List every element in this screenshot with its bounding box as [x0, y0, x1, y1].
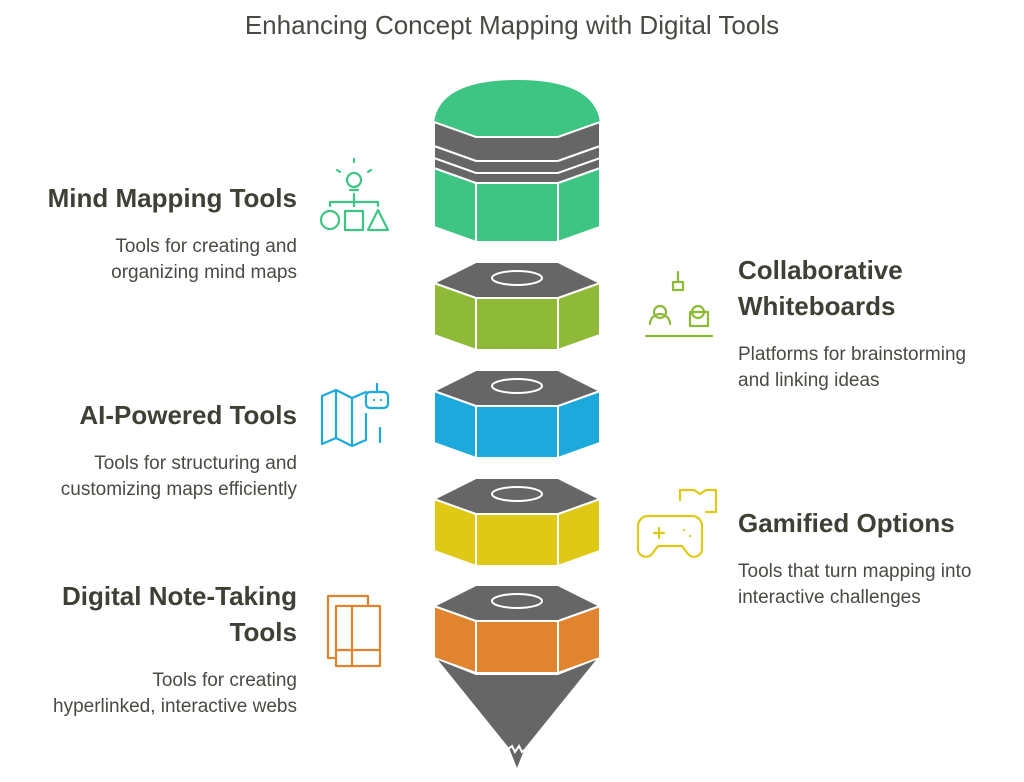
nut-top — [431, 584, 603, 622]
hierarchy-lightbulb-icon — [319, 157, 390, 232]
pencil-tip-break — [506, 744, 528, 754]
book — [678, 488, 718, 514]
triangle-shape — [366, 208, 390, 232]
segment-ai-powered — [431, 369, 603, 460]
notebook-front — [334, 604, 382, 668]
nut-top — [431, 369, 603, 407]
gamepad-book-icon — [636, 488, 718, 558]
heading-collaborative-2: Whiteboards — [738, 291, 896, 321]
nut-hole — [491, 270, 543, 286]
desc-gamified-1: Tools that turn mapping into — [738, 561, 972, 582]
desc-note-taking-2: hyperlinked, interactive webs — [53, 696, 297, 717]
front-face — [475, 620, 559, 674]
desc-mind-mapping-2: organizing mind maps — [111, 262, 297, 283]
nut-hole — [491, 378, 543, 394]
diagram-title: Enhancing Concept Mapping with Digital T… — [244, 10, 780, 40]
nut-top — [431, 261, 603, 299]
heading-gamified: Gamified Options — [738, 508, 955, 538]
heading-note-taking-2: Tools — [229, 617, 297, 647]
segment-gamified — [431, 477, 603, 568]
desc-collaborative-1: Platforms for brainstorming — [738, 344, 967, 365]
heading-collaborative-1: Collaborative — [738, 255, 903, 285]
segment-note-taking — [431, 584, 603, 675]
heading-ai-powered: AI-Powered Tools — [79, 400, 297, 430]
gamepad — [636, 514, 704, 558]
nut-hole — [491, 593, 543, 609]
heading-mind-mapping: Mind Mapping Tools — [47, 183, 297, 213]
desc-gamified-2: interactive challenges — [738, 587, 921, 608]
people — [644, 270, 714, 338]
nut-top — [431, 477, 603, 515]
square-shape — [343, 209, 365, 232]
collaboration-whiteboard-icon — [644, 270, 714, 338]
ferrule-band — [433, 156, 601, 184]
bulb — [345, 171, 363, 189]
desc-ai-powered-2: customizing maps efficiently — [60, 479, 297, 500]
robot-head — [364, 390, 390, 410]
front-face — [475, 405, 559, 459]
front-face — [475, 297, 559, 351]
person-head — [652, 304, 668, 320]
desc-ai-powered-1: Tools for structuring and — [94, 453, 297, 474]
nut-hole — [491, 486, 543, 502]
map — [320, 388, 382, 448]
robot-map-icon — [320, 382, 390, 448]
person-head — [690, 304, 706, 320]
pencil-tip — [438, 660, 596, 768]
notebook-lines — [334, 604, 382, 668]
robot-antenna — [372, 382, 383, 402]
notebook-icon — [326, 594, 382, 668]
bulb-lines — [328, 157, 380, 208]
desc-mind-mapping-1: Tools for creating and — [115, 236, 297, 257]
desc-collaborative-2: and linking ideas — [738, 370, 880, 391]
desc-note-taking-1: Tools for creating — [152, 670, 297, 691]
front-face — [475, 513, 559, 567]
gamepad-buttons — [652, 526, 692, 540]
circle-shape — [319, 209, 341, 231]
segment-mind-mapping — [433, 80, 601, 244]
front-face — [475, 182, 559, 243]
segment-collaborative — [431, 261, 603, 352]
heading-note-taking-1: Digital Note-Taking — [62, 581, 297, 611]
